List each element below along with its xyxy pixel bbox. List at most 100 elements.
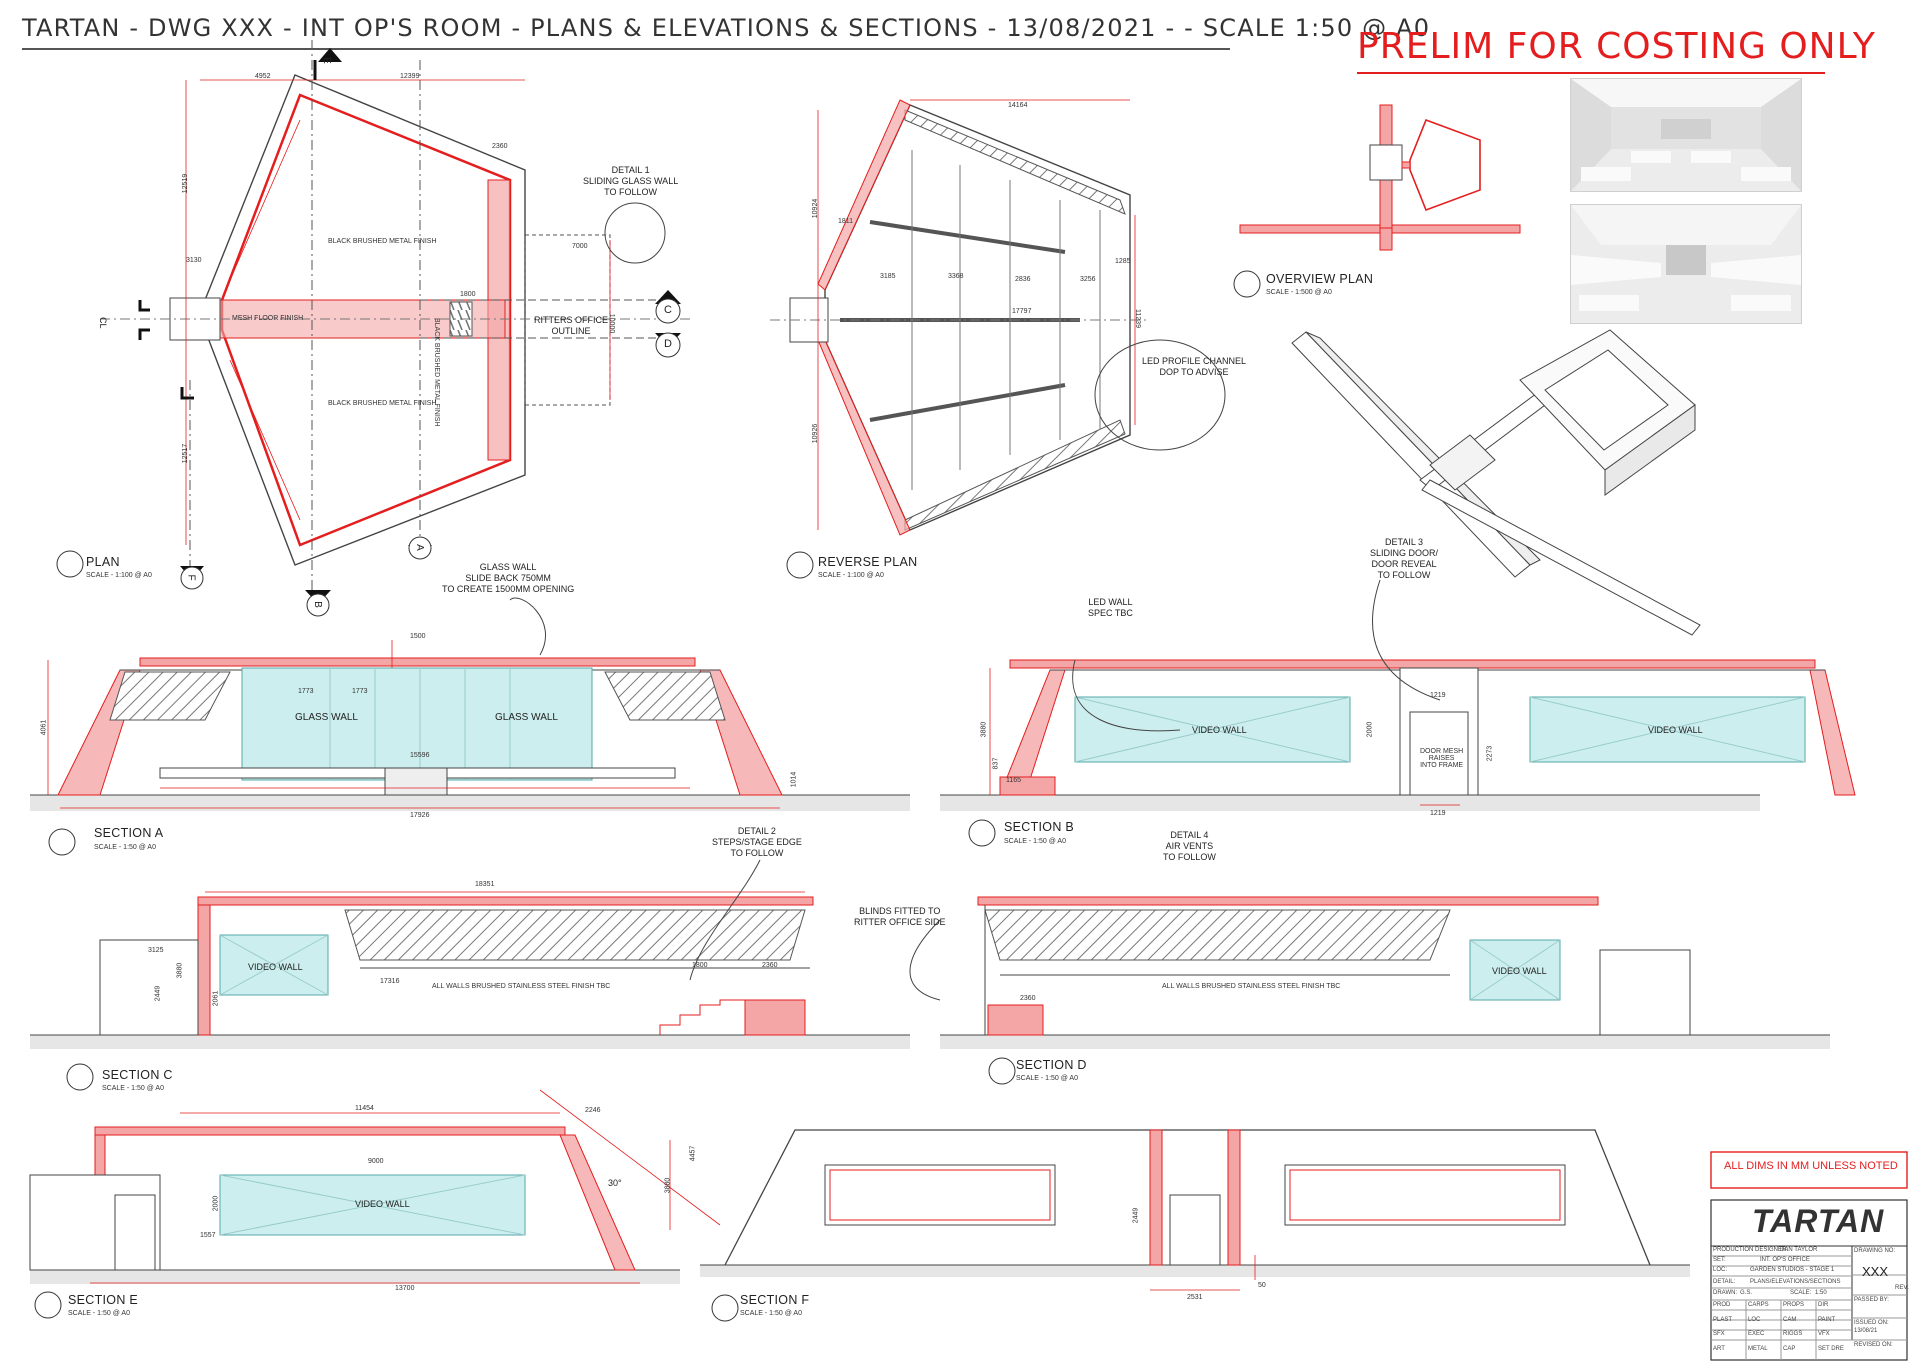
note-door-mesh: DOOR MESH RAISES INTO FRAME [1420, 748, 1464, 769]
section-marker-d [655, 332, 681, 358]
note-led-wall: LED WALL SPEC TBC [1088, 597, 1133, 618]
tb-grid-cell: CARPS [1748, 1302, 1769, 1308]
tb-grid-cell: CAM [1783, 1316, 1797, 1323]
tb-grid-cell: PROD [1713, 1302, 1731, 1308]
section-c-scale: SCALE - 1:50 @ A0 [102, 1085, 164, 1092]
dim-se-2000: 2000 [212, 1195, 220, 1212]
note-ritters-office: RITTERS OFFICE OUTLINE [534, 315, 608, 336]
section-d-title: SECTION D [1016, 1058, 1087, 1072]
tb-row-4-val: G.S. [1740, 1290, 1753, 1296]
tb-row-0-key: PRODUCTION DESIGNER: [1713, 1247, 1789, 1253]
note-led-channel: LED PROFILE CHANNEL DOP TO ADVISE [1142, 356, 1247, 377]
section-marker-e [318, 48, 342, 62]
section-e-scale: SCALE - 1:50 @ A0 [68, 1310, 130, 1317]
tb-row-1-key: SET: [1713, 1257, 1726, 1263]
section-marker-b [305, 590, 331, 617]
tb-side-0: DRAWING NO: [1854, 1248, 1896, 1254]
tb-side-3-val: 13/08/21 [1854, 1328, 1878, 1334]
dim-plan-12519: 12519 [182, 173, 190, 194]
section-e-elevation [29, 1089, 721, 1319]
tb-side-4: REVISED ON: [1854, 1342, 1893, 1348]
tb-side-1: REV: [1895, 1285, 1909, 1291]
dim-rp-1285: 1285 [1115, 258, 1131, 265]
note-walls-section-d: ALL WALLS BRUSHED STAINLESS STEEL FINISH… [1162, 983, 1341, 990]
tb-grid-cell: DIR [1818, 1302, 1829, 1308]
tb-grid-cell: ART [1713, 1345, 1725, 1352]
dim-sc-18351: 18351 [475, 881, 495, 888]
tb-grid-cell: METAL [1748, 1345, 1768, 1352]
section-marker-a [408, 536, 432, 560]
dim-rp-17797: 17797 [1012, 308, 1032, 315]
dim-sc-2449: 2449 [154, 985, 162, 1002]
dim-sc-3125: 3125 [148, 947, 164, 954]
section-c-title: SECTION C [102, 1068, 173, 1082]
tb-row-2-val: GARDEN STUDIOS - STAGE 1 [1750, 1267, 1835, 1273]
tb-grid-cell: PLAST [1713, 1316, 1733, 1323]
dim-sc-3880: 3880 [176, 962, 184, 979]
centerline-label: CL [98, 317, 108, 329]
dim-rp-3185: 3185 [880, 273, 896, 280]
section-b-title: SECTION B [1004, 820, 1075, 834]
note-detail-1: DETAIL 1 SLIDING GLASS WALL TO FOLLOW [583, 165, 679, 197]
dim-sc-2360: 2360 [762, 962, 778, 969]
tb-row-1-val: INT. OP'S OFFICE [1760, 1257, 1810, 1263]
section-a-elevation [30, 597, 910, 856]
dim-rp-3256: 3256 [1080, 276, 1096, 283]
note-detail-2: DETAIL 2 STEPS/STAGE EDGE TO FOLLOW [712, 826, 802, 858]
dim-sc-1800: 1800 [692, 962, 708, 969]
render-view-2 [1570, 204, 1802, 324]
video-wall-label-b2: VIDEO WALL [1648, 725, 1703, 735]
title-underline [22, 48, 1230, 50]
reverse-plan-view [770, 99, 1226, 579]
section-marker-f [180, 566, 204, 590]
tb-row-2-key: LOC: [1713, 1267, 1728, 1273]
section-c-elevation [30, 859, 910, 1091]
section-d-elevation [909, 896, 1830, 1085]
dim-sa-1500: 1500 [410, 633, 426, 640]
dim-sa-1773a: 1773 [298, 688, 314, 695]
dim-sb-1219b: 1219 [1430, 810, 1446, 817]
reverse-plan-title: REVERSE PLAN [818, 555, 918, 569]
overview-plan [1233, 104, 1521, 298]
dim-plan-3130: 3130 [186, 257, 202, 264]
tb-side-2: PASSED BY: [1854, 1297, 1889, 1303]
dim-se-2246: 2246 [585, 1107, 601, 1114]
note-glass-wall-slide: GLASS WALL SLIDE BACK 750MM TO CREATE 15… [442, 562, 575, 594]
dim-sb-1165: 1165 [1006, 777, 1022, 784]
section-a-scale: SCALE - 1:50 @ A0 [94, 844, 156, 851]
dim-sb-837: 837 [992, 757, 1000, 770]
section-marker-c [655, 290, 681, 324]
isometric-view [1291, 329, 1701, 636]
tb-row-0-val: DAN TAYLOR [1780, 1247, 1818, 1253]
video-wall-label-b1: VIDEO WALL [1192, 725, 1247, 735]
dim-plan-10000: 10000 [608, 313, 616, 334]
tb-row-4-key: DRAWN: [1713, 1290, 1738, 1296]
dim-rp-11239: 11239 [1133, 309, 1141, 328]
dim-se-4457: 4457 [689, 1145, 697, 1162]
dim-sa-15596: 15596 [410, 752, 430, 759]
marker-letter-e: E [320, 57, 332, 64]
glass-wall-label-left: GLASS WALL [295, 712, 358, 723]
dim-rp-1811: 1811 [838, 218, 854, 225]
dim-plan-7000: 7000 [572, 243, 588, 250]
tb-grid-cell: RIGGS [1783, 1331, 1803, 1337]
marker-letter-c: C [664, 304, 672, 316]
dim-rp-10926: 10926 [812, 423, 820, 444]
dim-plan-12517: 12517 [182, 443, 190, 464]
note-metal-top: BLACK BRUSHED METAL FINISH [328, 238, 437, 245]
overview-plan-scale: SCALE - 1:500 @ A0 [1266, 289, 1332, 296]
plan-title: PLAN [86, 555, 120, 569]
tb-row-3-val: PLANS/ELEVATIONS/SECTIONS [1750, 1279, 1841, 1285]
tb-grid-cell: SET DRE [1818, 1345, 1844, 1352]
dim-sf-50: 50 [1258, 1282, 1266, 1289]
marker-letter-d: D [664, 338, 672, 350]
dim-plan-4952: 4952 [255, 73, 271, 80]
video-wall-label-d: VIDEO WALL [1492, 966, 1547, 976]
note-detail-4: DETAIL 4 AIR VENTS TO FOLLOW [1163, 830, 1216, 862]
tb-grid-cell: EXEC [1748, 1331, 1765, 1337]
tb-grid-cell: VFX [1818, 1331, 1830, 1337]
dim-sa-17926: 17926 [410, 812, 430, 819]
reverse-plan-scale: SCALE - 1:100 @ A0 [818, 572, 884, 579]
dim-rp-14164: 14164 [1008, 102, 1028, 109]
dim-plan-1800: 1800 [460, 291, 476, 298]
